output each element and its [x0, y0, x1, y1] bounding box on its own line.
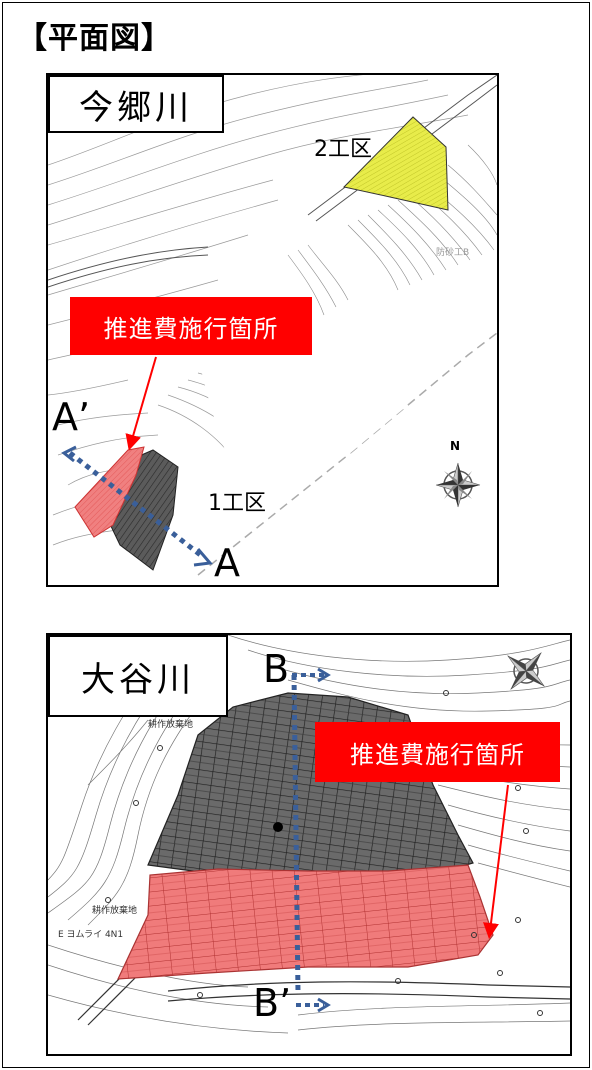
- callout-arrow: [483, 784, 509, 939]
- section-label-a-prime: A’: [52, 395, 91, 439]
- section-label-b-prime: B’: [253, 981, 292, 1025]
- zone1-label: 1工区: [208, 491, 266, 516]
- map-note-code: E ヨムライ 4N1: [58, 930, 124, 940]
- section-line-a: [68, 451, 205, 559]
- imago-river-map: [48, 75, 497, 576]
- survey-marker: [273, 822, 283, 832]
- existing-structure-area: [147, 692, 474, 876]
- section-arrow-end: [193, 548, 213, 567]
- section-arrow-end: [317, 997, 331, 1013]
- page-title: 【平面図】: [17, 21, 172, 56]
- otani-river-map: [48, 635, 570, 1034]
- imago-river-map-panel: 今郷川 推進費施行箇所 2工区 1工区 A’ A N 防砂工B: [46, 73, 499, 587]
- survey-points: [105, 690, 543, 1016]
- section-line-b: [291, 674, 301, 994]
- map-note: 防砂工B: [436, 248, 470, 258]
- north-arrow-icon: [435, 462, 481, 508]
- blank-area: [198, 353, 408, 505]
- zone2-label: 2工区: [314, 137, 372, 162]
- promotion-cost-callout: 推進費施行箇所: [70, 297, 312, 355]
- map-note-abandoned-field-1: 耕作放棄地: [148, 720, 194, 730]
- section-label-b: B: [263, 647, 290, 691]
- zone2-area: [343, 116, 449, 211]
- river-name-label: 今郷川: [48, 75, 224, 133]
- section-arrow-start: [61, 445, 77, 463]
- map-note-abandoned-field-2: 耕作放棄地: [92, 906, 138, 916]
- otani-river-map-panel: 大谷川 推進費施行箇所 B B’ 耕作放棄地 耕作放棄地 E ヨムライ 4N1: [46, 633, 572, 1056]
- north-label: N: [450, 439, 461, 453]
- section-arrow-start: [317, 667, 331, 683]
- promotion-cost-callout: 推進費施行箇所: [315, 722, 560, 782]
- river-name-label: 大谷川: [48, 635, 228, 717]
- callout-arrow: [125, 356, 157, 451]
- promotion-cost-area: [117, 864, 494, 980]
- north-arrow-icon: [507, 652, 545, 690]
- section-label-a: A: [214, 541, 240, 585]
